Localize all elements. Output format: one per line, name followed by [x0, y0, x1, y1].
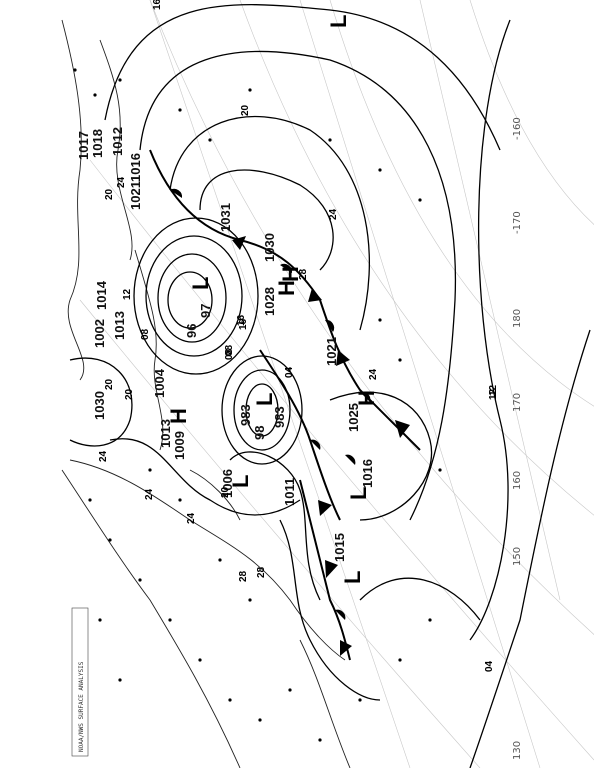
low-pressure-symbol: L [228, 475, 253, 488]
pressure-value: 1028 [262, 287, 277, 316]
isobar-label: 28 [298, 268, 309, 280]
isobar-label: 20 [104, 378, 115, 390]
pressure-value: 1011 [282, 478, 297, 506]
pressure-value: 1018 [90, 129, 105, 158]
isobars [69, 4, 591, 768]
pressure-value: 1030 [92, 391, 107, 420]
station-dots [73, 68, 442, 742]
pressure-value: 1031 [218, 203, 233, 232]
isobar-label: 24 [98, 450, 109, 462]
low-pressure-symbol: L [252, 393, 277, 406]
high-pressure-symbol: H [278, 266, 303, 282]
pressure-value: 1016 [128, 153, 143, 182]
isobar-labels: 16 20 24 28 24 20 16 12 12 08 08 20 24 2… [98, 0, 499, 672]
pressure-value: 1017 [76, 131, 91, 160]
isobar-label: 24 [144, 488, 155, 500]
isobar-label: 12 [488, 384, 499, 396]
isobar-label: 12 [122, 288, 133, 300]
low-pressure-symbol: L [340, 571, 365, 584]
pressure-value: 1030 [262, 233, 277, 262]
pressure-value: 1006 [220, 469, 235, 498]
isobar-label: 28 [238, 570, 249, 582]
pressure-symbols: H H H H L L L L L L [166, 15, 379, 584]
isobar-label: 20 [124, 388, 135, 400]
isobar-label: 08 [224, 348, 235, 360]
pressure-value: 1004 [152, 368, 167, 398]
isobar-label: 24 [328, 208, 339, 220]
low-pressure-symbol: L [188, 277, 213, 290]
caption-box: NOAA/NWS SURFACE ANALYSIS [71, 607, 89, 757]
pressure-value: 983 [272, 406, 287, 428]
longitude-label: 170 [512, 393, 523, 412]
pressure-value: 96 [184, 324, 199, 338]
isobar-label: 28 [256, 566, 267, 578]
front-symbols [170, 188, 410, 656]
graticule [79, 0, 594, 768]
high-pressure-symbol: H [274, 280, 299, 296]
longitude-label: -160 [512, 117, 523, 140]
pressure-value: 1025 [346, 403, 361, 432]
longitude-label: -170 [512, 211, 523, 234]
pressure-value: 1021 [128, 181, 143, 210]
isobar-label: 08 [140, 328, 151, 340]
isobar-label: 04 [484, 660, 495, 672]
pressure-value: 1009 [172, 431, 187, 460]
pressure-value: 983 [238, 404, 253, 426]
isobar-label: 24 [186, 512, 197, 524]
longitude-labels: -160 -170 180 170 160 150 130 [512, 117, 523, 760]
high-pressure-symbol: H [166, 408, 191, 424]
longitude-label: 130 [512, 741, 523, 760]
isobar-label: 24 [116, 176, 127, 188]
isobar-label: 16 [236, 314, 247, 326]
caption-text: NOAA/NWS SURFACE ANALYSIS [78, 661, 85, 752]
isobar-label: 24 [368, 368, 379, 380]
pressure-value: 98 [252, 426, 267, 440]
pressure-value: 1013 [158, 419, 173, 448]
longitude-label: 160 [512, 471, 523, 490]
pressure-centers: 1017 1018 1012 1016 1021 1031 1030 1028 … [76, 127, 375, 562]
pressure-value: 1015 [332, 533, 347, 562]
isobar-label: 08 [224, 344, 235, 356]
isobar-label: 12 [488, 388, 499, 400]
high-pressure-symbol: H [354, 390, 379, 406]
pressure-value: 1014 [94, 280, 109, 310]
isobar-label: 04 [284, 366, 295, 378]
isobar-label: 16 [238, 318, 249, 330]
pressure-value: 1016 [360, 459, 375, 488]
pressure-value: 1002 [92, 319, 107, 348]
isobar-label: 20 [104, 188, 115, 200]
fronts [149, 149, 421, 661]
low-pressure-symbol: L [346, 487, 371, 500]
pressure-value: 1012 [110, 127, 125, 156]
isobar-label: 16 [152, 0, 163, 10]
pressure-value: 97 [198, 304, 213, 318]
longitude-label: 180 [512, 309, 523, 328]
isobar-label: 20 [220, 486, 231, 498]
isobar-label: 20 [240, 104, 251, 116]
low-pressure-symbol: L [326, 15, 351, 28]
longitude-label: 150 [512, 547, 523, 566]
pressure-value: 1013 [112, 311, 127, 340]
pressure-value: 1021 [324, 337, 339, 366]
